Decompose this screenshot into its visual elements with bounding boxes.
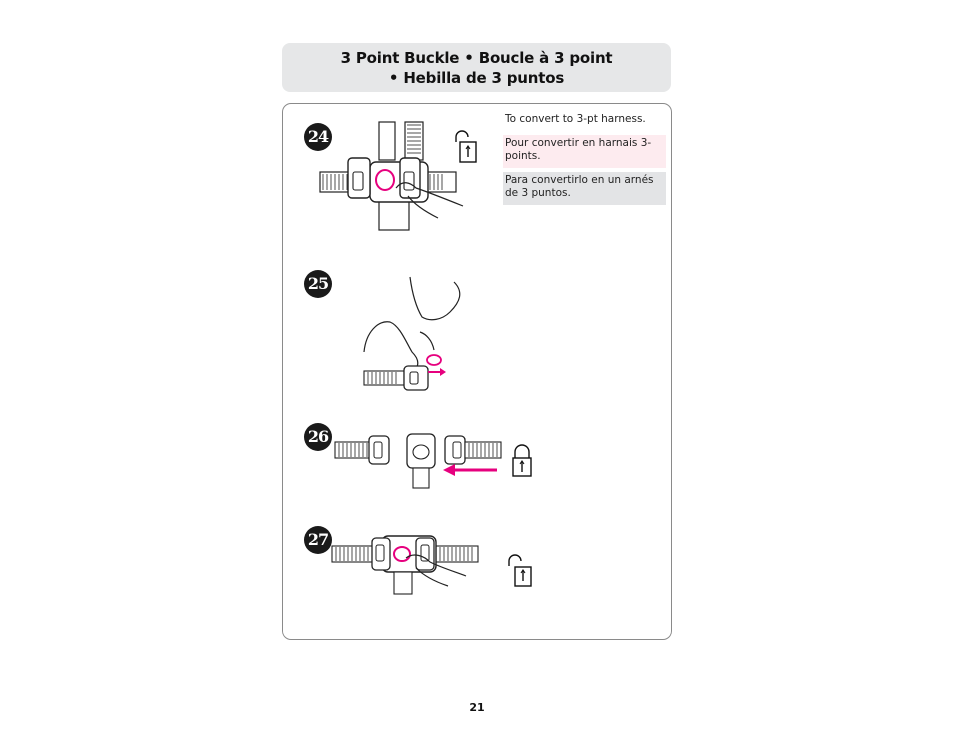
- instruction-spanish: Para convertirlo en un arnés de 3 puntos…: [503, 172, 666, 205]
- unlocked-padlock-icon-27: [508, 554, 532, 587]
- step-24-badge: 24: [304, 123, 332, 151]
- unlocked-padlock-icon: [455, 130, 477, 163]
- step-24-illustration: [319, 121, 464, 231]
- step-27-illustration: [331, 535, 479, 595]
- step-27-badge: 27: [304, 526, 332, 554]
- step-26-illustration: [334, 433, 502, 489]
- page-title-line-1: 3 Point Buckle • Boucle à 3 point: [340, 48, 613, 67]
- instruction-french: Pour convertir en harnais 3-points.: [503, 135, 666, 168]
- instruction-english: To convert to 3-pt harness.: [505, 113, 646, 125]
- step-26-badge: 26: [304, 423, 332, 451]
- page-title-line-2: • Hebilla de 3 puntos: [388, 68, 565, 87]
- page-number: 21: [469, 701, 485, 714]
- title-banner: 3 Point Buckle • Boucle à 3 point • Hebi…: [282, 43, 671, 92]
- step-25-illustration: [363, 276, 461, 391]
- step-25-badge: 25: [304, 270, 332, 298]
- locked-padlock-icon: [512, 444, 532, 477]
